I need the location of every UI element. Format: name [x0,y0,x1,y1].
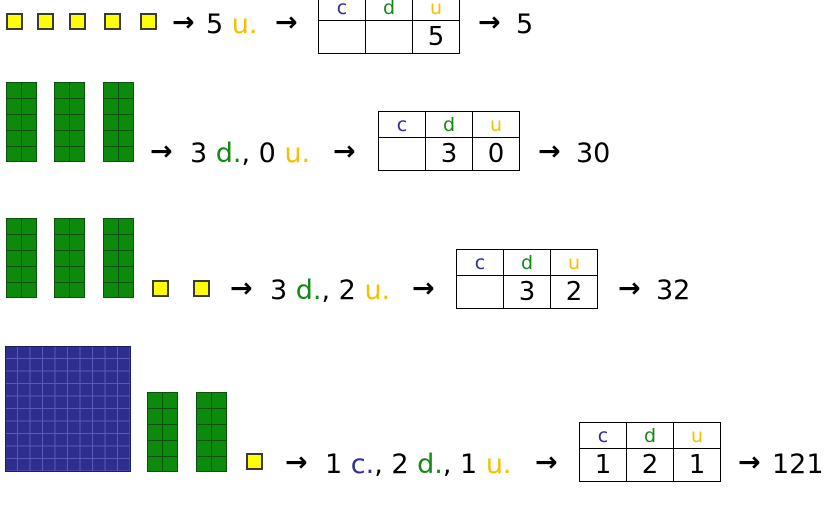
place-value-table: c d u 3 0 [378,111,520,171]
digit-hundreds [378,137,426,171]
unit-block [246,453,263,470]
arrow-icon: → [538,136,561,167]
arrow-icon: → [150,136,173,167]
ten-rod [103,218,134,298]
header-tens: d [365,0,413,21]
header-tens: d [425,111,473,138]
arrow-icon: → [172,7,195,38]
digit-units: 2 [550,275,598,309]
header-hundreds: c [456,249,504,276]
header-hundreds: c [378,111,426,138]
text-segment: , 2 [374,449,418,480]
tens-abbr: d. [295,275,322,306]
unit-block [104,13,121,30]
ten-rod [147,392,178,472]
result-number: 5 [516,9,534,40]
header-units: u [412,0,460,21]
row-3: → 3 d., 2 u. → c d u 3 2 → 32 [0,218,827,338]
hundred-flat [5,346,131,472]
arrow-icon: → [285,447,308,478]
header-tens: d [626,422,674,449]
digit-tens: 3 [503,275,551,309]
header-units: u [472,111,520,138]
digit-tens: 3 [425,137,473,171]
text-segment: 1 [325,449,351,480]
ten-rod [6,82,37,162]
result-number: 32 [656,275,691,306]
row-1: → 5 u. → c d u 5 → 5 [0,0,827,80]
header-hundreds: c [318,0,366,21]
text-segment: , 1 [442,449,486,480]
units-abbr: u. [364,275,391,306]
place-value-table: c d u 5 [318,0,460,54]
units-abbr: u. [485,449,512,480]
arrow-icon: → [333,136,356,167]
units-abbr: u. [284,138,311,169]
text-segment: 3 [190,138,216,169]
place-value-table: c d u 1 2 1 [579,422,721,482]
digit-hundreds [318,20,366,54]
result-number: 30 [576,138,611,169]
tens-abbr: d. [417,449,443,480]
digit-units: 1 [673,448,721,482]
decomposition-text: 3 d., 2 u. [270,276,390,306]
unit-block [6,13,23,30]
ten-rod [54,82,85,162]
decomposition-text: 5 u. [206,10,257,40]
arrow-icon: → [478,7,501,38]
ten-rod [54,218,85,298]
digit-units: 0 [472,137,520,171]
row-4: → 1 c., 2 d., 1 u. → c d u 1 2 1 → 121 [0,346,827,506]
text-segment: , 2 [321,275,365,306]
ten-rod [196,392,227,472]
arrow-icon: → [275,7,298,38]
tens-abbr: d. [215,138,242,169]
decomposition-text: 3 d., 0 u. [190,139,310,169]
hundreds-abbr: c. [350,449,375,480]
arrow-icon: → [230,273,253,304]
arrow-icon: → [412,273,435,304]
header-hundreds: c [579,422,627,449]
ten-rod [103,82,134,162]
text-segment: 3 [270,275,296,306]
arrow-icon: → [535,447,558,478]
place-value-table: c d u 3 2 [456,249,598,309]
arrow-icon: → [738,447,761,478]
units-abbr: u. [231,9,258,40]
text-segment: 5 [206,9,232,40]
result-number: 121 [772,449,824,480]
arrow-icon: → [618,273,641,304]
unit-block [69,13,86,30]
unit-block [193,280,210,297]
digit-units: 5 [412,20,460,54]
decomposition-text: 1 c., 2 d., 1 u. [325,450,512,480]
header-units: u [673,422,721,449]
header-tens: d [503,249,551,276]
digit-hundreds [456,275,504,309]
text-segment: , 0 [241,138,285,169]
ten-rod [6,218,37,298]
digit-hundreds: 1 [579,448,627,482]
unit-block [140,13,157,30]
digit-tens: 2 [626,448,674,482]
unit-block [37,13,54,30]
unit-block [152,280,169,297]
digit-tens [365,20,413,54]
row-2: → 3 d., 0 u. → c d u 3 0 → 30 [0,82,827,202]
header-units: u [550,249,598,276]
